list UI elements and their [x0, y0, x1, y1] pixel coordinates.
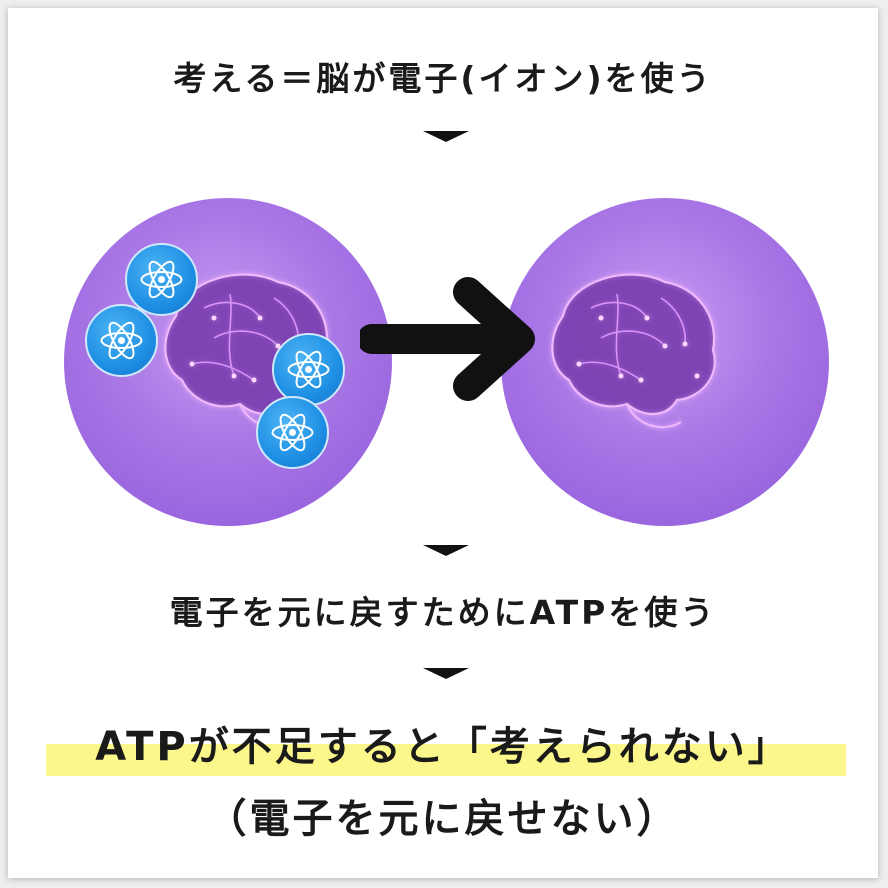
brain-without-electrons-circle — [501, 198, 829, 526]
down-triangle-icon — [423, 545, 469, 556]
conclusion-text: ATPが不足すると「考えられない」 — [95, 724, 791, 770]
atom-icon — [256, 396, 329, 469]
down-triangle-icon — [423, 668, 469, 679]
atom-icon — [125, 243, 198, 316]
atom-icon — [85, 304, 158, 377]
right-arrow-icon — [360, 277, 535, 401]
down-triangle-icon — [423, 131, 469, 142]
brain-icon — [551, 273, 716, 429]
step-1-text: 考える＝脳が電子(イオン)を使う — [173, 59, 713, 98]
atom-icon — [272, 333, 345, 406]
conclusion-subtext: （電子を元に戻せない） — [206, 796, 680, 842]
step-2-text: 電子を元に戻すためにATPを使う — [169, 593, 717, 632]
conclusion-highlight — [46, 744, 846, 776]
infographic-card: 考える＝脳が電子(イオン)を使う — [8, 8, 878, 878]
